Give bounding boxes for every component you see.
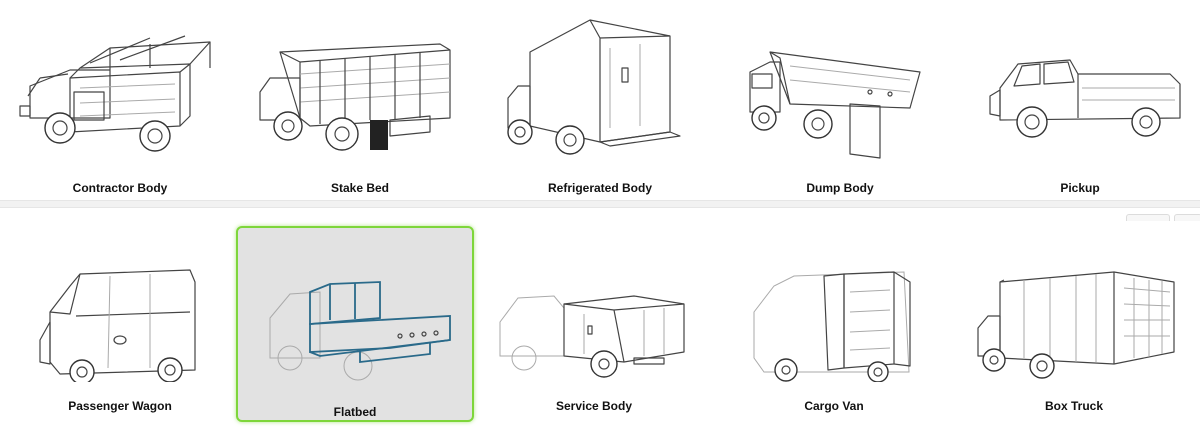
vehicle-grid-bottom-row: Passenger Wagon Flatbed Service	[0, 222, 1200, 422]
vehicle-tile-pickup[interactable]: Pickup	[960, 0, 1200, 200]
vehicle-label: Passenger Wagon	[68, 399, 172, 413]
vehicle-label: Cargo Van	[804, 399, 864, 413]
refrigerated-body-truck-icon	[507, 19, 681, 155]
scroll-tab-left[interactable]	[1126, 214, 1170, 221]
vehicle-tile-contractor-body[interactable]: Contractor Body	[0, 0, 240, 200]
flatbed-truck-icon	[269, 281, 451, 381]
box-truck-icon	[977, 271, 1175, 379]
vehicle-tile-box-truck[interactable]: Box Truck	[954, 222, 1194, 422]
vehicle-tile-cargo-van[interactable]: Cargo Van	[714, 222, 954, 422]
vehicle-tile-dump-body[interactable]: Dump Body	[720, 0, 960, 200]
vehicle-label: Refrigerated Body	[547, 181, 653, 195]
contractor-body-truck-icon	[19, 35, 211, 152]
vehicle-label: Stake Bed	[330, 181, 390, 195]
vehicle-tile-flatbed[interactable]: Flatbed	[236, 226, 474, 422]
vehicle-label: Pickup	[1060, 181, 1100, 195]
vehicle-tile-stake-bed[interactable]: Stake Bed	[240, 0, 480, 200]
vehicle-tile-service-body[interactable]: Service Body	[474, 222, 714, 422]
vehicle-label: Dump Body	[806, 181, 874, 195]
scroll-tab-right[interactable]	[1174, 214, 1200, 221]
vehicle-label: Contractor Body	[72, 181, 168, 195]
vehicle-label: Service Body	[555, 399, 633, 413]
vehicle-tile-passenger-wagon[interactable]: Passenger Wagon	[0, 222, 240, 422]
vehicle-tile-refrigerated-body[interactable]: Refrigerated Body	[480, 0, 720, 200]
pickup-truck-icon	[989, 59, 1181, 138]
row-divider	[0, 200, 1200, 208]
vehicle-grid-top-row: Contractor Body Stake Bed	[0, 0, 1200, 200]
stake-bed-truck-icon	[259, 43, 451, 151]
dump-body-truck-icon	[749, 51, 921, 159]
service-body-truck-icon	[499, 295, 685, 378]
cargo-van-icon	[753, 271, 911, 382]
vehicle-label: Box Truck	[1044, 399, 1104, 413]
passenger-wagon-van-icon	[39, 269, 196, 382]
vehicle-label: Flatbed	[333, 405, 377, 419]
